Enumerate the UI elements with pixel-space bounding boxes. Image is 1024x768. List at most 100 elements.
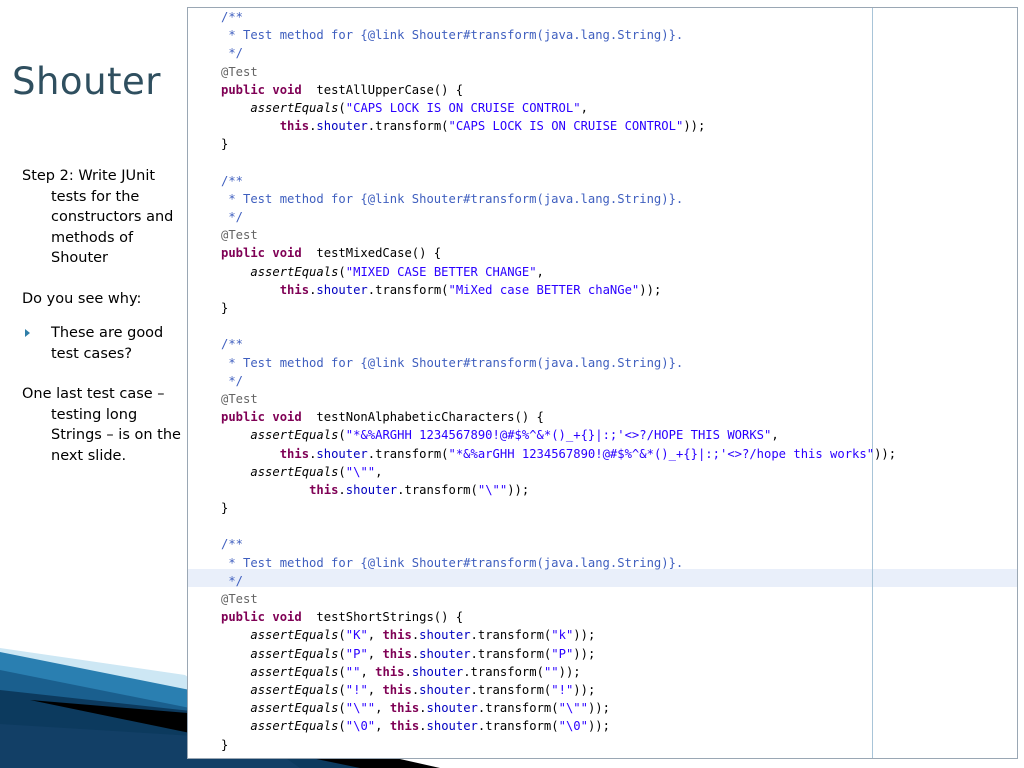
code-token: "k" (551, 628, 574, 643)
code-token: "!" (345, 682, 368, 697)
code-line: /** (221, 8, 896, 26)
code-line: assertEquals("MIXED CASE BETTER CHANGE", (221, 263, 896, 281)
code-token: "" (345, 664, 361, 679)
code-token: public void (221, 82, 302, 97)
code-line: @Test (221, 590, 896, 608)
code-token: , (360, 664, 376, 679)
current-line-highlight (188, 569, 1017, 587)
code-token: testShortStrings() { (301, 610, 464, 625)
code-token: @Test (221, 391, 258, 406)
code-line: this.shouter.transform("\"")); (221, 481, 896, 499)
code-token (221, 719, 250, 733)
code-token: .transform( (470, 682, 552, 697)
code-token (221, 665, 250, 679)
code-token: .transform( (470, 646, 552, 661)
code-token: this (279, 446, 310, 461)
code-token: * Test method for {@link Shouter#transfo… (221, 191, 684, 206)
code-token (221, 647, 250, 661)
code-token: this (375, 664, 405, 679)
code-token: shouter (345, 482, 398, 497)
code-token: )); (507, 482, 530, 497)
code-token: shouter (419, 682, 471, 697)
code-token: , (367, 682, 383, 697)
code-token: . (411, 682, 420, 697)
code-token: assertEquals (250, 701, 339, 716)
code-token: assertEquals (250, 464, 339, 479)
code-token: @Test (221, 64, 258, 79)
question-text: Do you see why: (22, 290, 142, 307)
code-token: shouter (316, 119, 368, 134)
code-token: .transform( (477, 701, 559, 716)
code-token: )); (683, 119, 706, 134)
code-token: this (279, 282, 310, 297)
code-token: /** (221, 537, 244, 552)
code-token: "\"" (477, 482, 508, 497)
code-line: } (221, 736, 896, 754)
code-token: assertEquals (250, 100, 339, 115)
code-token: ( (338, 628, 346, 643)
code-token: )); (587, 701, 610, 716)
code-token: ( (338, 664, 346, 679)
code-token: "MiXed case BETTER chaNGe" (448, 282, 640, 297)
code-token: ( (338, 464, 346, 479)
print-margin-line (872, 8, 873, 758)
code-token: "\"" (345, 464, 376, 479)
code-token: this (279, 119, 310, 134)
code-token: } (221, 301, 229, 315)
code-line: assertEquals("\"", this.shouter.transfor… (221, 699, 896, 717)
code-line: assertEquals("!", this.shouter.transform… (221, 681, 896, 699)
code-line: this.shouter.transform("CAPS LOCK IS ON … (221, 117, 896, 135)
code-line: @Test (221, 390, 896, 408)
code-token: @Test (221, 592, 258, 606)
code-line (221, 317, 896, 335)
code-line: public void testShortStrings() { (221, 608, 896, 626)
code-token: testMixedCase() { (301, 246, 442, 261)
code-token: this (389, 701, 420, 716)
code-token: ( (338, 100, 346, 115)
code-token: "\"" (558, 701, 588, 716)
code-line: * Test method for {@link Shouter#transfo… (221, 26, 896, 44)
code-line: this.shouter.transform("*&%arGHH 1234567… (221, 445, 896, 463)
code-token: . (309, 282, 317, 297)
code-token: this (382, 682, 412, 697)
code-token: ( (338, 264, 346, 279)
code-token: shouter (419, 646, 471, 661)
code-line: } (221, 135, 896, 153)
code-token (221, 683, 250, 697)
code-token: )); (874, 446, 897, 461)
code-token: "CAPS LOCK IS ON CRUISE CONTROL" (448, 119, 684, 134)
code-token: this (382, 646, 412, 661)
code-token: , (375, 464, 383, 479)
code-token: } (221, 501, 229, 516)
code-token: , (375, 719, 390, 734)
code-token: .transform( (397, 482, 478, 497)
code-token: ( (338, 428, 346, 443)
code-token: @Test (221, 228, 258, 243)
code-line: /** (221, 535, 896, 553)
code-line: * Test method for {@link Shouter#transfo… (221, 354, 896, 372)
code-token: )); (573, 646, 596, 661)
code-line: assertEquals("\0", this.shouter.transfor… (221, 717, 896, 735)
code-token: "\0" (558, 719, 588, 734)
code-token: * Test method for {@link Shouter#transfo… (221, 555, 684, 570)
code-token: . (419, 719, 427, 734)
code-line: assertEquals("CAPS LOCK IS ON CRUISE CON… (221, 99, 896, 117)
code-token: testAllUpperCase() { (301, 82, 464, 97)
code-line: */ (221, 372, 896, 390)
code-listing: /** * Test method for {@link Shouter#tra… (221, 8, 896, 754)
code-token: * Test method for {@link Shouter#transfo… (221, 28, 684, 43)
code-line: assertEquals("", this.shouter.transform(… (221, 663, 896, 681)
code-token (221, 447, 280, 461)
code-token: "*&%arGHH 1234567890!@#$%^&*()_+{}|:;'<>… (448, 446, 875, 461)
slide-title: Shouter (12, 60, 162, 103)
code-token: public void (221, 246, 302, 261)
bullet-text: These are good test cases? (51, 325, 164, 362)
code-token: "" (543, 664, 559, 679)
code-token: shouter (316, 446, 368, 461)
code-line: */ (221, 572, 896, 590)
code-token: . (411, 628, 420, 643)
code-line: public void testNonAlphabeticCharacters(… (221, 408, 896, 426)
code-token (221, 265, 250, 279)
code-token: ( (338, 682, 346, 697)
